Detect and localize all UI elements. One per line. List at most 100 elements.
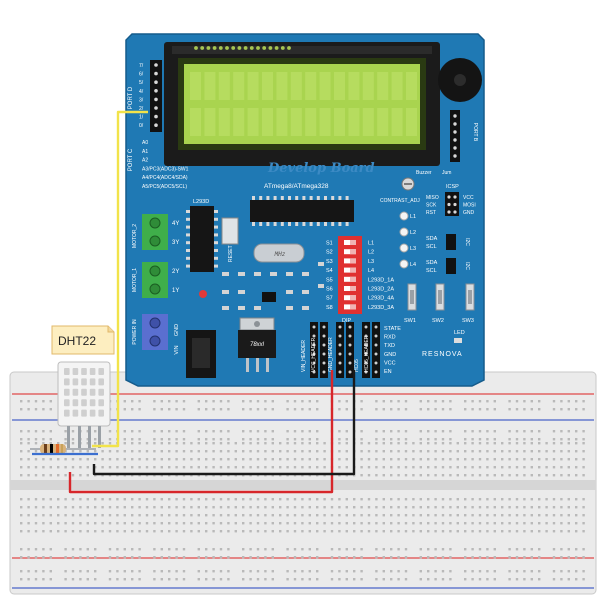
breadboard-hole [338,438,341,441]
lcd-cell [406,72,417,100]
breadboard-hole [293,570,297,573]
header-pin [348,370,352,374]
breadboard-hole [197,474,200,477]
breadboard-hole [404,450,408,453]
breadboard-hole [286,408,289,411]
breadboard-hole [441,522,445,525]
breadboard-hole [523,514,526,517]
breadboard-hole [94,570,97,573]
breadboard-hole [131,530,134,533]
breadboard-hole [367,522,371,525]
breadboard-hole [538,450,541,453]
breadboard-hole [471,498,474,501]
breadboard-hole [316,556,319,559]
breadboard-hole [382,442,385,445]
breadboard-hole [71,570,75,573]
breadboard-hole [116,522,119,525]
switch-actuator[interactable] [438,290,442,304]
breadboard-hole [79,506,82,509]
breadboard-hole [116,570,119,573]
switch-actuator[interactable] [410,290,414,304]
breadboard-hole [456,450,459,453]
dip-lever-knob [350,267,356,273]
breadboard-hole [404,522,408,525]
dip-left-label: S8 [326,305,333,311]
breadboard-hole [27,570,30,573]
breadboard-hole [367,450,371,453]
breadboard-hole [205,578,208,581]
breadboard-hole [256,530,260,533]
buzzer [438,58,482,102]
contrast-potentiometer[interactable]: CONTRAST_ADJ [380,177,420,204]
breadboard-hole [27,408,30,411]
breadboard-hole [412,522,415,525]
breadboard-hole [205,514,208,517]
breadboard-hole [64,474,67,477]
breadboard-hole [242,514,245,517]
breadboard-hole [145,450,149,453]
breadboard-hole [242,570,245,573]
breadboard-hole [308,498,311,501]
reset-button[interactable]: RESET [221,217,239,262]
switch-actuator[interactable] [468,290,472,304]
breadboard-hole [182,438,186,441]
breadboard-hole [478,514,482,517]
breadboard-hole [108,442,112,445]
breadboard-hole [434,578,437,581]
breadboard-hole [575,522,578,525]
dip-switch[interactable]: DIP [338,236,362,324]
breadboard-hole [249,400,252,403]
breadboard-hole [567,498,570,501]
lcd-cell [190,72,201,100]
breadboard-hole [175,458,178,461]
breadboard-hole [101,522,104,525]
breadboard-hole [57,474,60,477]
breadboard-hole [234,442,237,445]
breadboard-hole [86,548,89,551]
breadboard-hole [108,556,112,559]
lcd-cell [377,72,389,100]
breadboard-hole [293,474,297,477]
breadboard-hole [242,548,245,551]
buzzer-label: Buzzer [416,170,432,176]
header-pin [312,370,316,374]
breadboard-hole [382,522,385,525]
breadboard-hole [501,442,504,445]
breadboard-hole [575,430,578,433]
breadboard-hole [79,474,82,477]
breadboard-hole [471,474,474,477]
breadboard-hole [42,556,45,559]
breadboard-hole [219,400,223,403]
breadboard-hole [419,522,422,525]
breadboard-hole [375,400,378,403]
breadboard-hole [478,408,482,411]
breadboard-hole [57,442,60,445]
breadboard-hole [86,556,89,559]
breadboard-hole [197,450,200,453]
lcd-cell [319,72,331,100]
breadboard-hole [168,578,171,581]
breadboard-hole [523,498,526,501]
breadboard-hole [86,578,89,581]
breadboard-hole [242,430,245,433]
led-label: L2 [410,230,416,236]
breadboard-hole [375,530,378,533]
breadboard-hole [575,530,578,533]
lcd-pin [194,46,198,50]
breadboard-hole [575,450,578,453]
breadboard-hole [360,438,363,441]
breadboard-hole [471,442,474,445]
breadboard-hole [286,522,289,525]
breadboard-hole [538,556,541,559]
port-d-label: PORT D [128,86,134,109]
breadboard-hole [471,408,474,411]
breadboard-hole [34,498,38,501]
breadboard-hole [131,400,134,403]
breadboard-hole [419,530,422,533]
breadboard-hole [390,474,393,477]
breadboard-hole [94,548,97,551]
breadboard-hole [434,514,437,517]
breadboard-hole [256,430,260,433]
breadboard-hole [131,474,134,477]
